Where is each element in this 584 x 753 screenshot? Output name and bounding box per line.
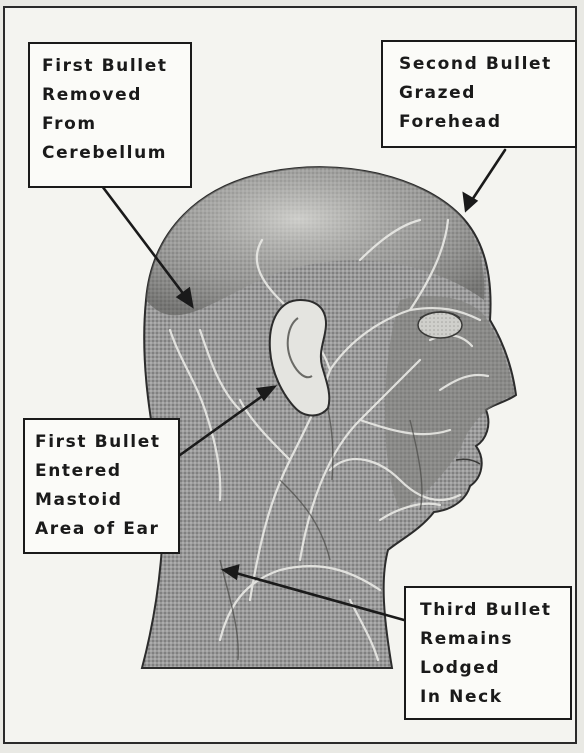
label-line: Lodged bbox=[420, 654, 562, 683]
label-line: Mastoid bbox=[35, 486, 170, 515]
label-first-bullet-removed: First Bullet Removed From Cerebellum bbox=[28, 42, 192, 188]
label-line: Third Bullet bbox=[420, 596, 562, 625]
label-line: In Neck bbox=[420, 683, 562, 712]
label-third-bullet-lodged: Third Bullet Remains Lodged In Neck bbox=[404, 586, 572, 720]
label-line: Cerebellum bbox=[42, 139, 182, 168]
label-line: From bbox=[42, 110, 182, 139]
arrow-second-grazed bbox=[470, 150, 505, 203]
label-line: Removed bbox=[42, 81, 182, 110]
label-line: Grazed bbox=[399, 79, 567, 108]
label-line: Forehead bbox=[399, 108, 567, 137]
label-line: Second Bullet bbox=[399, 50, 567, 79]
label-line: Area of Ear bbox=[35, 515, 170, 544]
label-line: First Bullet bbox=[42, 52, 182, 81]
label-line: First Bullet bbox=[35, 428, 170, 457]
label-line: Remains bbox=[420, 625, 562, 654]
label-first-bullet-entered: First Bullet Entered Mastoid Area of Ear bbox=[23, 418, 180, 554]
label-second-bullet-grazed: Second Bullet Grazed Forehead bbox=[381, 40, 577, 148]
label-line: Entered bbox=[35, 457, 170, 486]
